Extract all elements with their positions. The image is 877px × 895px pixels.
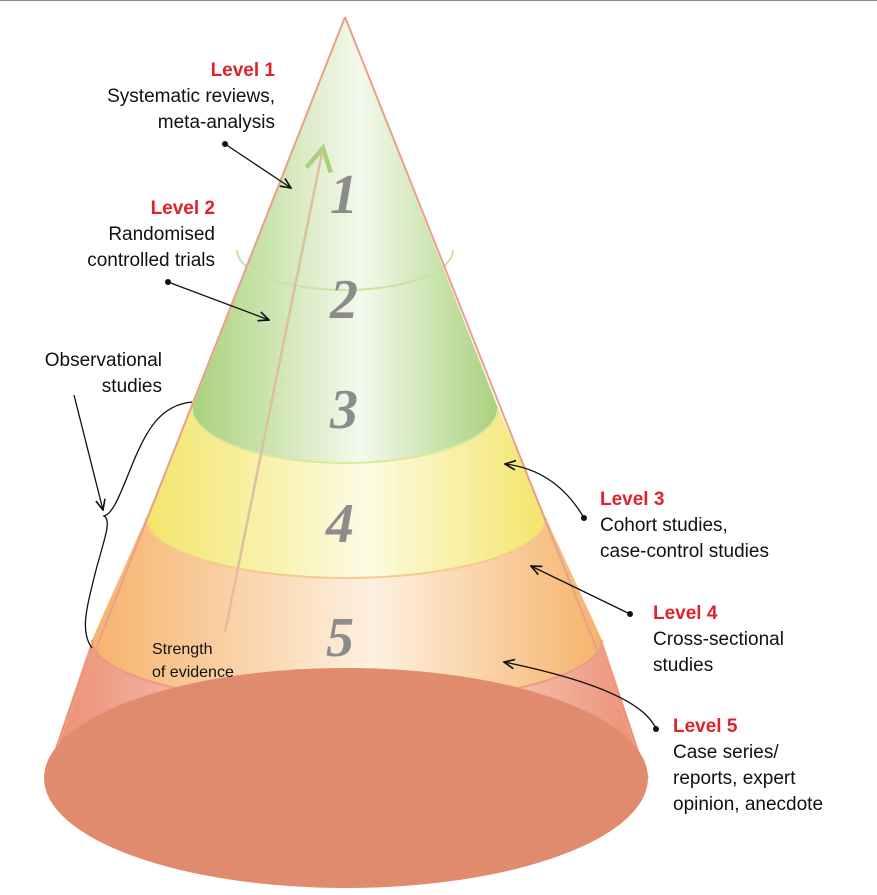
level-3-title: Level 3: [600, 489, 665, 510]
observational-brace: [84, 401, 193, 649]
band-edge-2-3: [191, 407, 499, 464]
level-number-1: 1: [330, 164, 358, 226]
level-2-line-2: controlled trials: [87, 250, 215, 271]
level-1-label: Level 1 Systematic reviews, meta-analysi…: [107, 58, 275, 136]
level-number-5: 5: [326, 607, 354, 669]
callout-arrow-5: [504, 662, 657, 730]
level-5-title: Level 5: [673, 716, 738, 737]
level-2-title: Level 2: [150, 198, 215, 219]
level-3-line-2: case-control studies: [600, 541, 769, 562]
observational-line-1: Observational: [44, 350, 162, 371]
observational-line-2: studies: [101, 376, 162, 397]
level-number-3: 3: [329, 379, 358, 441]
callout-arrow-4: [531, 566, 631, 615]
strength-arrow: [223, 143, 333, 633]
strength-line-1: Strength: [152, 641, 213, 658]
level-1-line-1: Systematic reviews,: [107, 86, 275, 107]
level-5-line-1: Case series/: [673, 742, 779, 763]
level-2-label: Level 2 Randomised controlled trials: [87, 196, 215, 274]
strength-line-2: of evidence: [152, 664, 234, 681]
level-number-4: 4: [325, 493, 354, 555]
observational-arrow: [73, 394, 103, 510]
strength-of-evidence-label: Strength of evidence: [152, 638, 234, 684]
level-2-line-1: Randomised: [108, 224, 215, 245]
cone-outline: [44, 16, 649, 779]
band-level-1-2: [192, 17, 498, 465]
level-5-label: Level 5 Case series/ reports, expert opi…: [673, 714, 823, 818]
level-4-line-1: Cross-sectional: [653, 629, 784, 650]
band-edge-1-2: [236, 249, 454, 291]
top-divider: [0, 0, 877, 1]
level-1-line-2: meta-analysis: [157, 112, 275, 133]
callout-arrow-1: [224, 143, 291, 188]
level-5-line-2: reports, expert: [673, 768, 796, 789]
callout-arrow-2: [167, 281, 269, 320]
level-5-line-3: opinion, anecdote: [673, 794, 824, 815]
band-edge-3-4: [145, 517, 547, 579]
level-number-2: 2: [329, 269, 358, 331]
level-3-line-1: Cohort studies,: [600, 515, 728, 536]
band-level-3: [146, 408, 546, 578]
level-4-line-2: studies: [653, 655, 714, 676]
callout-arrow-3: [505, 464, 585, 519]
cone-base: [44, 668, 648, 888]
level-1-title: Level 1: [210, 60, 275, 81]
observational-studies-label: Observational studies: [45, 348, 162, 400]
level-3-label: Level 3 Cohort studies, case-control stu…: [600, 487, 769, 565]
level-4-label: Level 4 Cross-sectional studies: [653, 601, 784, 679]
level-4-title: Level 4: [653, 603, 718, 624]
